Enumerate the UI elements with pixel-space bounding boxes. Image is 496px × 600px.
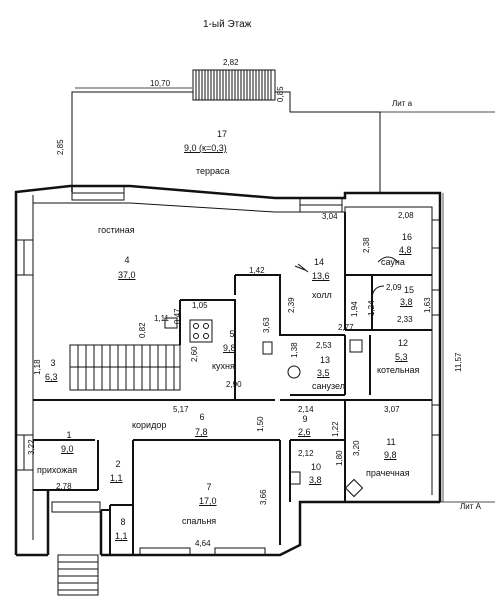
room-area: 13,6 [312, 271, 330, 281]
dim-label: 3,07 [384, 405, 400, 414]
room-area: 6,3 [45, 372, 58, 382]
dim-label: 2,39 [287, 297, 296, 313]
dim-label: 2,90 [226, 380, 242, 389]
marker-lit-a-top: Лит а [392, 99, 413, 108]
room-area: 1,1 [110, 473, 123, 483]
room-number: 15 [403, 285, 414, 295]
dim-label: 2,14 [298, 405, 314, 414]
dim-label: 1,24 [367, 300, 376, 316]
room-name: коридор [132, 420, 167, 430]
dim-label: 2,33 [397, 315, 413, 324]
dim-label: 10,70 [150, 79, 171, 88]
dim-label: 5,17 [173, 405, 189, 414]
dim-label: 3,66 [259, 489, 268, 505]
room-area: 3,5 [317, 368, 330, 378]
room-area: 9,8 [384, 450, 397, 460]
dim-label: 0,82 [138, 322, 147, 338]
room-area: 37,0 [118, 270, 136, 280]
dim-label: 11,57 [454, 352, 463, 372]
room-number: 5 [229, 329, 235, 339]
room-name: прачечная [366, 468, 410, 478]
room-area: 4,8 [399, 245, 412, 255]
room-name: сауна [381, 257, 405, 267]
room-area: 9,8 [223, 343, 236, 353]
dim-label: 2,82 [223, 58, 239, 67]
dim-label: 4,64 [195, 539, 211, 548]
interior-stairs [69, 344, 181, 391]
dim-label: 2,38 [362, 237, 371, 253]
room-area: 5,3 [395, 352, 408, 362]
dim-label: 0,85 [276, 86, 285, 102]
room-number: 1 [66, 430, 72, 440]
room-number: 3 [50, 358, 56, 368]
dim-label: 2,77 [338, 323, 354, 332]
dim-label: 2,60 [190, 346, 199, 362]
dim-label: 2,12 [298, 449, 314, 458]
room-number: 12 [397, 338, 408, 348]
room-area: 2,6 [298, 427, 311, 437]
internal-walls [33, 212, 432, 555]
floor-title: 1-ый Этаж [203, 19, 252, 30]
terrace-steps [192, 69, 276, 101]
dim-label: 3,63 [262, 317, 271, 333]
dim-label: 3,22 [27, 439, 36, 455]
dim-label: 2,78 [56, 482, 72, 491]
dim-label: 1,38 [290, 342, 299, 358]
dimension-lines [75, 87, 495, 503]
dim-label: 2,53 [316, 341, 332, 350]
entrance-steps [51, 501, 101, 596]
room-area: 9,0 (к=0,3) [184, 143, 227, 153]
room-name: санузел [312, 381, 345, 391]
room-name: холл [312, 290, 332, 300]
room-name: прихожая [37, 465, 78, 475]
room-number: 8 [120, 517, 126, 527]
dim-label: 1,80 [335, 450, 344, 466]
room-number: 16 [401, 232, 412, 242]
room-area: 17,0 [199, 496, 217, 506]
room-name: терраса [196, 166, 230, 176]
room-number: 11 [386, 437, 396, 447]
dim-label: 2,08 [398, 211, 414, 220]
room-area: 9,0 [61, 444, 74, 454]
room-name: гостиная [98, 225, 135, 235]
dim-label: 1,94 [350, 301, 359, 317]
dim-label: 1,22 [331, 421, 340, 437]
dim-label: 0,47 [173, 308, 182, 324]
dim-label: 1,18 [33, 359, 42, 375]
room-area: 3,8 [400, 297, 413, 307]
room-number: 4 [124, 255, 130, 265]
room-number: 6 [199, 412, 205, 422]
dim-label: 2,85 [56, 139, 65, 155]
dim-label: 1,50 [256, 416, 265, 432]
room-area: 1,1 [115, 531, 128, 541]
room-number: 17 [216, 129, 227, 139]
room-area: 7,8 [195, 427, 208, 437]
room-number: 10 [310, 462, 321, 472]
dim-label: 1,42 [249, 266, 265, 275]
room-name: спальня [182, 516, 217, 526]
dim-label: 3,20 [352, 440, 361, 456]
room-number: 9 [302, 414, 308, 424]
marker-lit-a-bottom: Лит А [460, 502, 481, 511]
fixtures [164, 256, 399, 498]
dim-label: 1,63 [423, 297, 432, 313]
room-name: кухня [212, 361, 235, 371]
dim-label: 3,04 [322, 212, 338, 221]
dim-label: 1,11 [154, 314, 169, 323]
room-number: 13 [319, 355, 330, 365]
dim-label: 1,05 [192, 301, 208, 310]
room-area: 3,8 [309, 475, 322, 485]
room-number: 14 [313, 257, 324, 267]
windows [15, 185, 441, 556]
room-name: котельная [377, 365, 420, 375]
room-number: 7 [206, 482, 212, 492]
dim-label: 2,09 [386, 283, 402, 292]
room-number: 2 [115, 459, 121, 469]
